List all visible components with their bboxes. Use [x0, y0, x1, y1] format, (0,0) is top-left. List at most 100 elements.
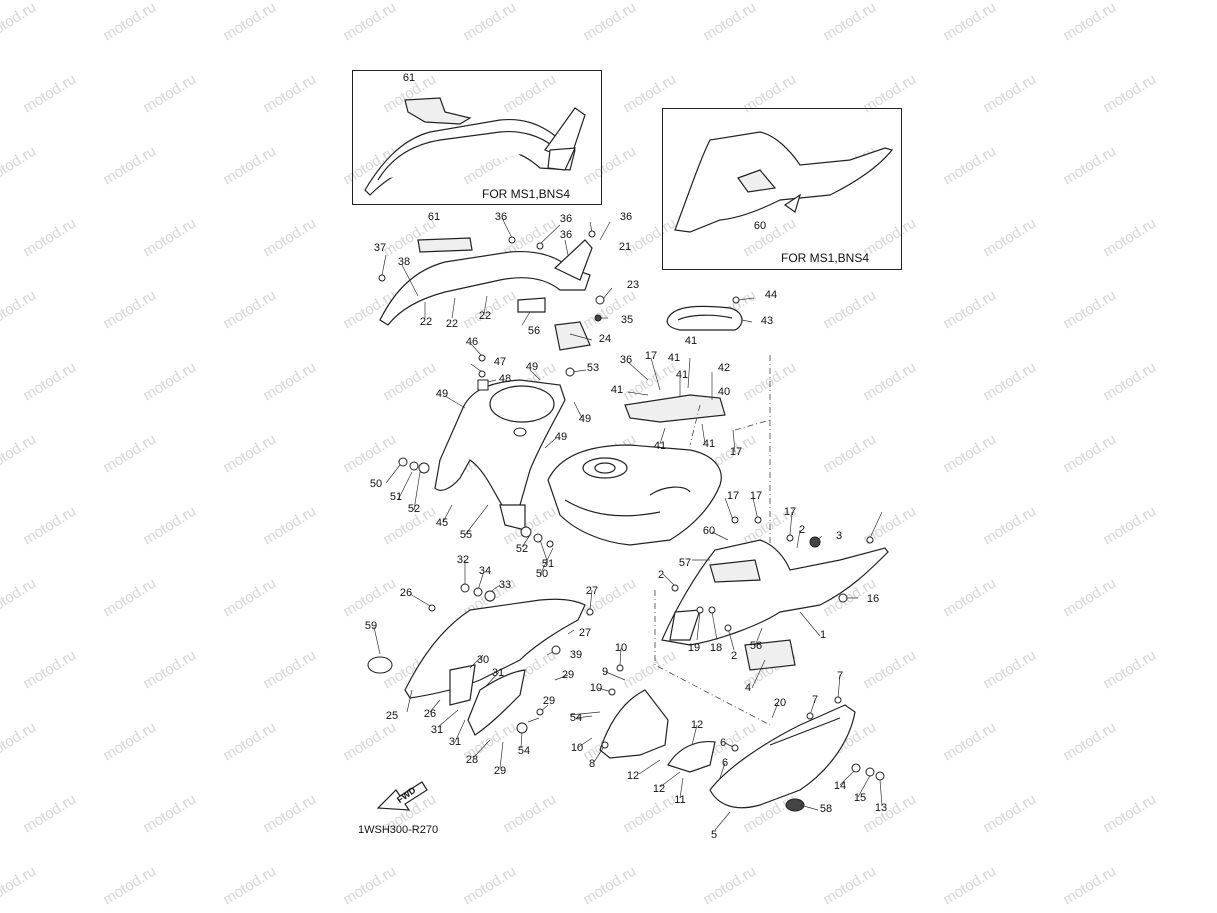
- callout-label: 60: [753, 220, 767, 232]
- callout-label: 41: [702, 438, 716, 450]
- fwd-arrow-shape: [376, 781, 428, 811]
- tank-bracket: [624, 394, 726, 423]
- diagram-code: 1WSH300-R270: [358, 824, 439, 836]
- callout-label: 2: [730, 650, 738, 662]
- callout-label: 37: [373, 242, 387, 254]
- callout-label: 20: [773, 697, 787, 709]
- inset-right-caption: FOR MS1,BNS4: [781, 251, 870, 265]
- callout-label: 56: [749, 640, 763, 652]
- leader-lines: [373, 217, 883, 831]
- inner-cowl: [367, 598, 586, 736]
- callout-label: 54: [569, 712, 583, 724]
- callout-label: 6: [721, 757, 729, 769]
- callout-label: 44: [764, 289, 778, 301]
- callout-label: 31: [430, 724, 444, 736]
- callout-label: 38: [397, 256, 411, 268]
- callout-label: 6: [719, 737, 727, 749]
- callout-label: 48: [498, 373, 512, 385]
- inset-left-tank-cover: [364, 97, 586, 196]
- callout-label: 61: [402, 72, 416, 84]
- callout-label: 60: [702, 525, 716, 537]
- tank-side-panel: [434, 379, 566, 531]
- inset-left-box: [352, 70, 602, 205]
- callout-label: 41: [684, 335, 698, 347]
- under-cowl: [709, 704, 856, 812]
- fuel-tank: [547, 444, 722, 546]
- callout-label: 49: [554, 431, 568, 443]
- callout-label: 12: [626, 770, 640, 782]
- callout-label: 50: [535, 568, 549, 580]
- callout-label: 41: [667, 352, 681, 364]
- callout-label: 46: [465, 336, 479, 348]
- callout-label: 17: [729, 446, 743, 458]
- callout-label: 32: [456, 554, 470, 566]
- callout-label: 16: [866, 593, 880, 605]
- callout-label: 11: [674, 794, 686, 806]
- callout-label: 4: [744, 682, 752, 694]
- callout-label: 26: [399, 587, 413, 599]
- callout-label: 7: [836, 670, 844, 682]
- callout-label: 15: [853, 792, 867, 804]
- tank-pad: [666, 305, 743, 331]
- callout-label: 45: [435, 517, 449, 529]
- callout-label: 17: [783, 506, 797, 518]
- callout-label: 29: [561, 669, 575, 681]
- callout-label: 29: [493, 765, 507, 777]
- callout-label: 50: [369, 478, 383, 490]
- callout-label: 12: [652, 783, 666, 795]
- tank-cover-upper: [379, 237, 593, 351]
- callout-label: 29: [542, 695, 556, 707]
- callout-label: 31: [491, 667, 505, 679]
- callout-label: 61: [427, 211, 441, 223]
- callout-label: 57: [678, 557, 692, 569]
- callout-label: 41: [610, 384, 624, 396]
- callout-label: 58: [819, 803, 833, 815]
- callout-label: 10: [614, 642, 628, 654]
- callout-label: 34: [478, 565, 492, 577]
- callout-label: 28: [465, 754, 479, 766]
- callout-label: 52: [407, 503, 421, 515]
- callout-label: 31: [448, 736, 462, 748]
- callout-label: 42: [717, 362, 731, 374]
- callout-label: 35: [620, 314, 634, 326]
- callout-label: 53: [586, 362, 600, 374]
- callout-label: 55: [459, 529, 473, 541]
- callout-label: 43: [760, 315, 774, 327]
- inset-right-box: [662, 108, 902, 270]
- callout-label: 7: [811, 694, 819, 706]
- callout-label: 19: [687, 642, 701, 654]
- callout-label: 10: [570, 742, 584, 754]
- callout-label: 22: [419, 316, 433, 328]
- callout-label: 41: [675, 369, 689, 381]
- callout-label: 24: [598, 333, 612, 345]
- callout-label: 36: [559, 229, 573, 241]
- fasteners: [378, 230, 885, 781]
- callout-label: 2: [657, 569, 665, 581]
- callout-label: 49: [525, 361, 539, 373]
- callout-label: 36: [494, 211, 508, 223]
- callout-label: 22: [478, 310, 492, 322]
- callout-label: 25: [385, 710, 399, 722]
- callout-label: 36: [559, 213, 573, 225]
- callout-label: 21: [618, 241, 632, 253]
- callout-label: 51: [541, 558, 555, 570]
- callout-label: 10: [589, 682, 603, 694]
- callout-label: 49: [578, 413, 592, 425]
- callout-label: 2: [798, 524, 806, 536]
- callout-label: 9: [601, 666, 609, 678]
- callout-label: 40: [717, 386, 731, 398]
- callout-label: 14: [833, 780, 847, 792]
- callout-label: 33: [498, 579, 512, 591]
- callout-label: 17: [644, 350, 658, 362]
- callout-label: 59: [364, 620, 378, 632]
- callout-label: 13: [874, 802, 888, 814]
- side-cowl: [661, 539, 889, 671]
- callout-label: 56: [527, 325, 541, 337]
- callout-label: 49: [435, 388, 449, 400]
- callout-label: 12: [690, 719, 704, 731]
- callout-label: 51: [389, 491, 403, 503]
- callout-label: 54: [517, 745, 531, 757]
- lower-bracket: [599, 689, 716, 773]
